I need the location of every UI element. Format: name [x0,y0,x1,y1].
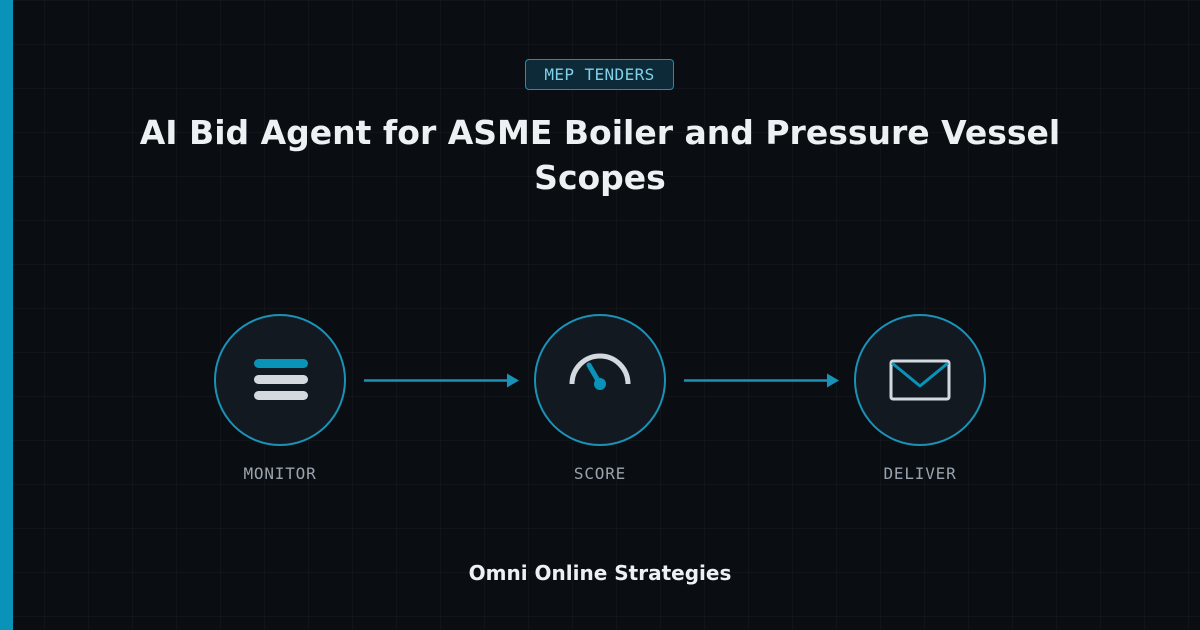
left-accent-bar [0,0,13,630]
arrow-right-icon [684,373,839,388]
arrow-right-icon [364,373,519,388]
category-badge: MEP TENDERS [525,59,674,90]
step-score [534,314,666,446]
list-icon [254,359,308,400]
step-label-monitor: MONITOR [243,464,317,483]
brand-name: Omni Online Strategies [468,561,732,585]
step-deliver [854,314,986,446]
page-title: AI Bid Agent for ASME Boiler and Pressur… [139,113,1061,197]
envelope-icon [889,359,951,401]
step-label-deliver: DELIVER [883,464,957,483]
step-label-score: SCORE [573,464,627,483]
gauge-icon [569,353,631,390]
step-monitor [214,314,346,446]
